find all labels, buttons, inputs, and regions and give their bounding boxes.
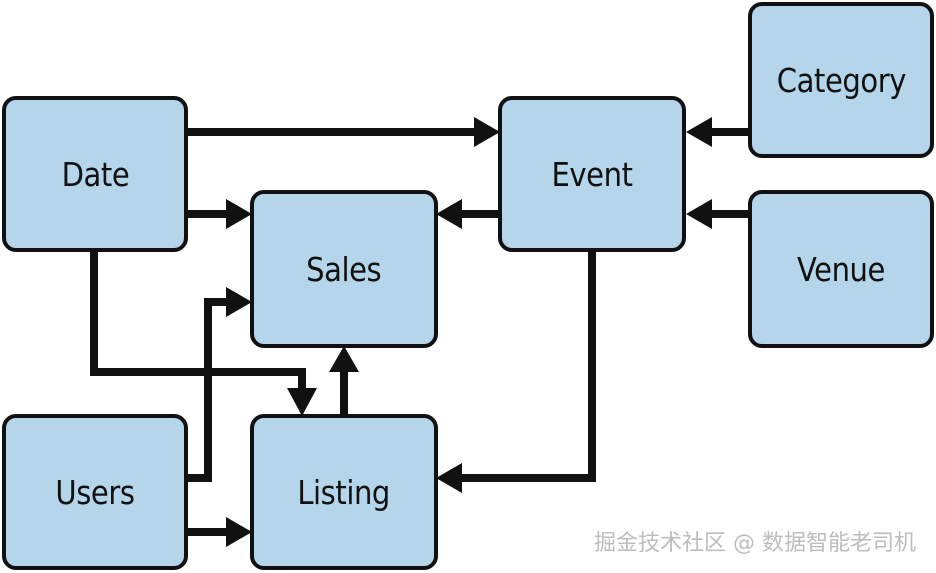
arrowhead-listing-sales [329,346,359,372]
arrowhead-category-event [686,117,712,147]
node-category-label: Category [776,60,906,100]
arrowhead-event-listing [436,463,462,493]
watermark: 掘金技术社区 @ 数据智能老司机 [594,531,916,556]
node-listing: Listing [250,414,438,570]
node-users: Users [2,414,188,570]
node-sales-label: Sales [306,249,382,289]
node-listing-label: Listing [297,472,391,512]
node-date: Date [2,96,188,252]
node-date-label: Date [61,154,129,194]
node-event-label: Event [551,154,633,194]
arrowhead-users-sales [226,287,252,317]
edge-date-listing [90,252,306,392]
arrowhead-venue-event [686,199,712,229]
arrowhead-event-sales [436,199,462,229]
node-venue: Venue [748,190,934,348]
edge-event-listing [460,252,596,482]
arrowhead-users-listing [226,517,252,547]
node-event: Event [498,96,686,252]
arrowhead-date-event [474,117,500,147]
edge-users-sales [186,298,230,482]
node-category: Category [748,2,934,158]
node-users-label: Users [55,472,135,512]
arrowhead-date-listing [287,388,317,416]
node-venue-label: Venue [797,249,885,289]
arrowhead-date-sales [226,199,252,229]
node-sales: Sales [250,190,438,348]
